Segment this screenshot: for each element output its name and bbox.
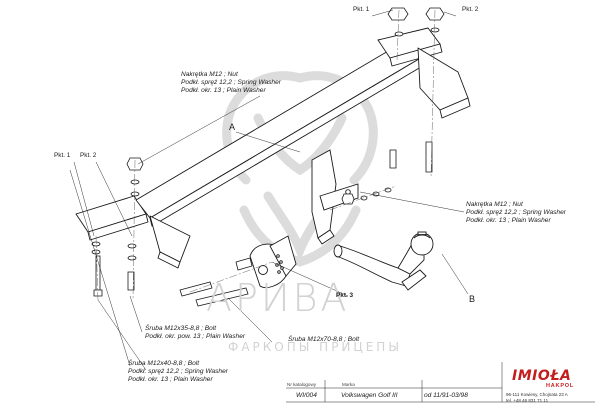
callout-line: Nakrętka M12 ; Nut [181, 71, 238, 78]
callout-line: Podkł. okr. 13 ; Plain Washer [181, 87, 266, 94]
catalog-number-label: Nr katalogowy [287, 382, 317, 387]
vehicle-brand-label: Marka [342, 382, 355, 387]
company-logo-sub: HAKPOL [546, 383, 575, 389]
callout-bolt-40: Śruba M12x40-8,8 ; Bolt Podkł. spręż 12,… [128, 360, 228, 384]
watermark-subtitle: ФАРКОПЫ ПРИЦЕПЫ [228, 340, 402, 354]
watermark-title: АРИВА [206, 276, 350, 320]
callout-line: Podkł. spręż 12,2 ; Spring Washer [466, 209, 566, 216]
center-bracket [311, 149, 359, 245]
part-label-b: B [469, 294, 476, 304]
catalog-number-value: WI/004 [296, 392, 317, 399]
callout-bolt-35: Śruba M12x35-8,8 ; Bolt Podkł. okr. pow.… [145, 325, 245, 341]
pkt3-label: Pkt. 3 [336, 292, 354, 299]
callout-line: Podkł. okr. 13 ; Plain Washer [466, 217, 551, 224]
callout-bolt-70: Śruba M12x70-8,8 ; Bolt [288, 336, 359, 344]
vehicle-brand-value: Volkswagen Golf III [341, 392, 398, 399]
address-line: tel. +48 46 831 71 11 [506, 397, 549, 403]
address-line: 96-111 Kowiesy, Chojnata 23 A [506, 392, 568, 397]
axis-centerlines [95, 9, 436, 301]
bolts-and-nuts [91, 7, 445, 307]
callout-line: Podkł. okr. pow. 13 ; Plain Washer [145, 333, 246, 340]
callout-line: Śruba M12x35-8,8 ; Bolt [145, 325, 217, 332]
callout-line: Podkł. spręż 12,2 ; Spring Washer [128, 368, 228, 375]
callout-nut-top: Nakrętka M12 ; Nut Podkł. spręż 12,2 ; S… [181, 71, 281, 95]
callout-line: Podkł. spręż 12,2 ; Spring Washer [181, 79, 281, 86]
callout-line: Nakrętka M12 ; Nut [466, 201, 523, 208]
callout-line: Śruba M12x70-8,8 ; Bolt [288, 336, 360, 343]
callout-line: Podkł. okr. 13 ; Plain Washer [128, 376, 213, 383]
leader-lines [69, 9, 469, 371]
tow-ball [410, 231, 434, 256]
pkt1-left-label: Pkt. 1 [54, 152, 71, 159]
production-date-value: od 11/91-03/98 [424, 392, 468, 399]
callout-line: Śruba M12x40-8,8 ; Bolt [128, 360, 200, 367]
part-label-a: A [229, 122, 236, 132]
pkt2-left-label: Pkt. 2 [80, 152, 97, 159]
main-crossbar-A [75, 27, 471, 269]
mounting-plate [249, 235, 297, 288]
title-block-lines [286, 362, 595, 403]
pkt1-top-label: Pkt. 1 [353, 6, 370, 13]
company-logo-name: IMIOŁA [512, 368, 572, 384]
callout-nut-right: Nakrętka M12 ; Nut Podkł. spręż 12,2 ; S… [466, 201, 566, 225]
pkt2-top-label: Pkt. 2 [462, 6, 479, 13]
company-address: 96-111 Kowiesy, Chojnata 23 A tel. +48 4… [506, 392, 568, 403]
